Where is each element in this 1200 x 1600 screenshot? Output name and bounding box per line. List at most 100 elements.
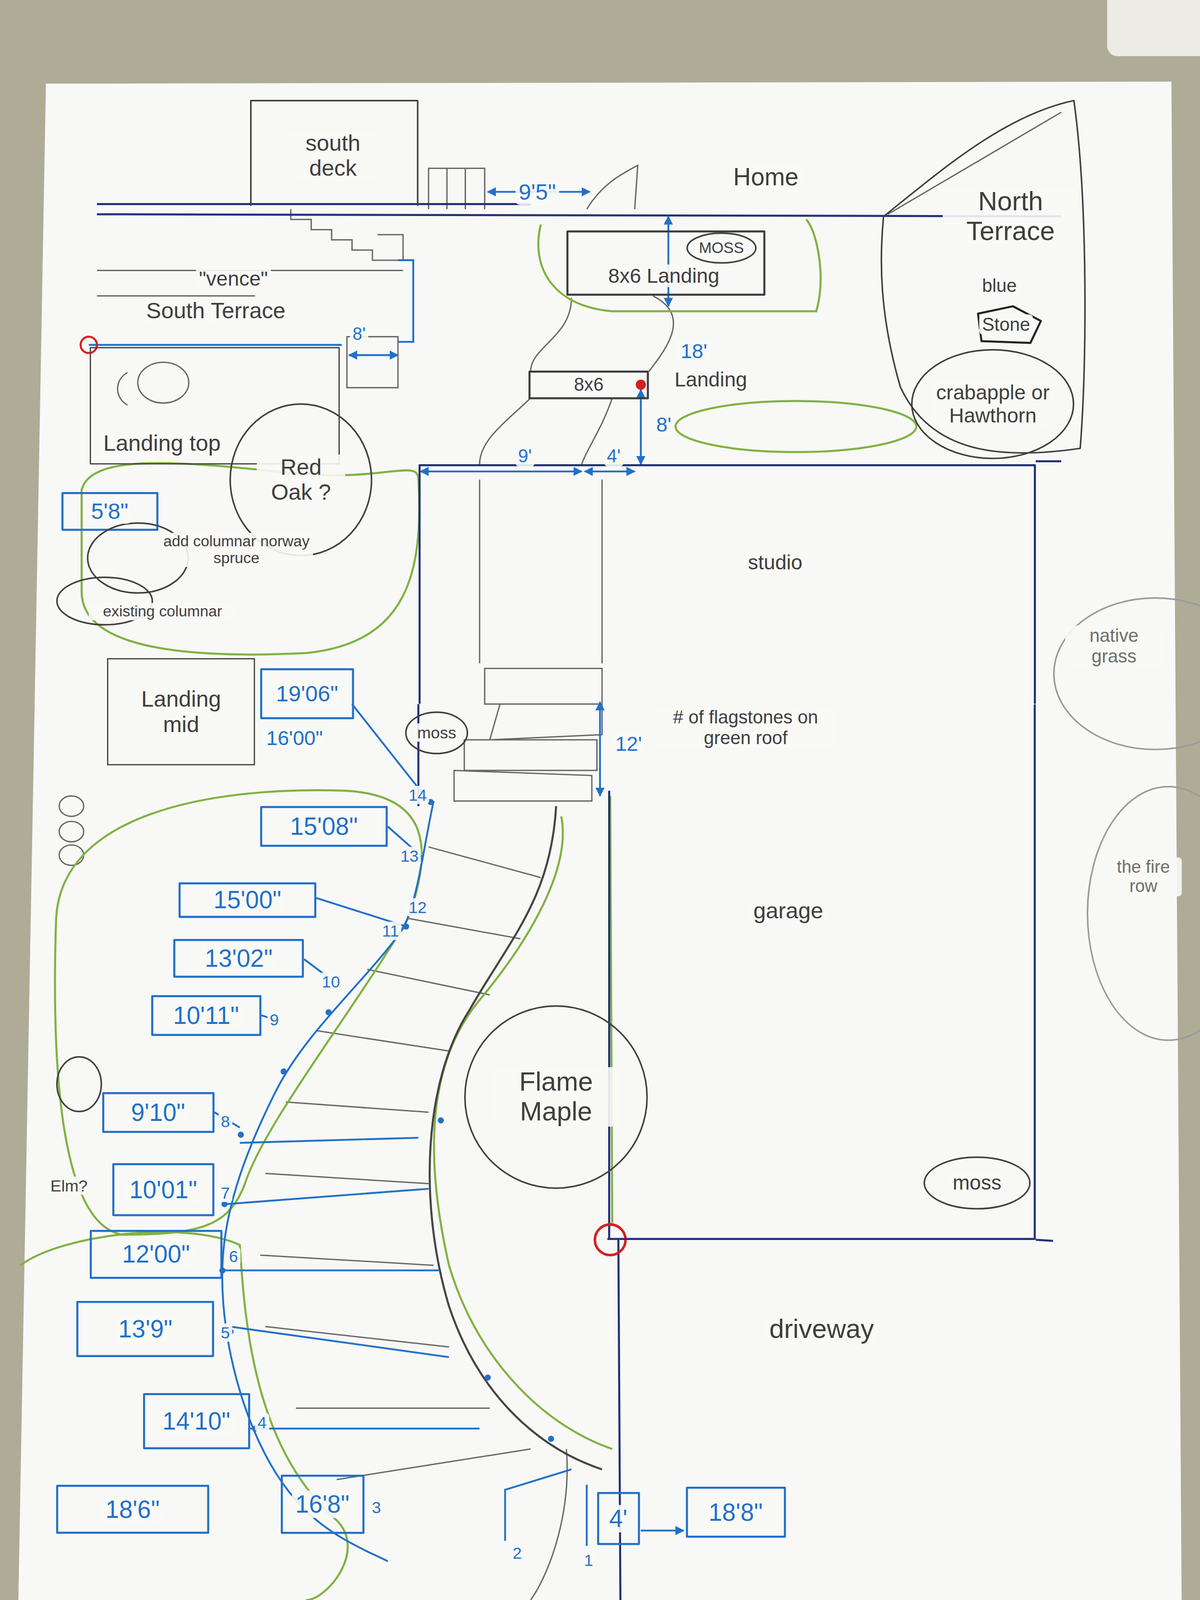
area-label: Home (729, 163, 803, 191)
node-text: Stone (979, 314, 1033, 336)
callout-number: 8 (218, 1112, 233, 1131)
dimension-box: 15'00" (178, 882, 317, 918)
landing-box: 8x6 Landing MOSS (566, 230, 766, 296)
deck-outline: south deck (250, 99, 419, 206)
node-text: 5'8" (87, 498, 132, 524)
node-text: 16'8" (291, 1490, 354, 1518)
node-text: 8x6 Landing (605, 264, 723, 288)
node-text: crabapple or Hawthorn (931, 381, 1055, 427)
planting-circle-outline (1086, 785, 1200, 1041)
building-outline: studio (418, 464, 1036, 705)
terrace-region: North TerraceStonebluecrabapple or Hawth… (879, 96, 1089, 460)
node-text: Landing mid (121, 686, 241, 737)
callout-number: 2 (510, 1543, 525, 1562)
node-text: 4' (605, 1504, 632, 1533)
dimension-box: 18'6" (56, 1484, 210, 1534)
callout-number: 1 (581, 1550, 596, 1570)
node-text: 9'10" (127, 1098, 189, 1127)
moss-patch: moss (923, 1156, 1031, 1210)
tree-canopy: Flame Maple (464, 1005, 648, 1189)
dimension-label: 18' (677, 339, 711, 363)
callout-number: 5 (218, 1323, 233, 1342)
dimension-box: 19'06" (260, 668, 355, 720)
node-text: 19'06" (272, 681, 342, 707)
callout-number: 9 (267, 1010, 282, 1029)
node-text: native grass (1065, 625, 1163, 667)
dimension-box: 18'8" (685, 1486, 786, 1538)
dimension-box: 5'8" (61, 492, 159, 531)
dimension-box: 4' (597, 1491, 640, 1546)
node-text: add columnar norway spruce (160, 532, 313, 567)
dimension-label: 9'5" (515, 179, 560, 205)
node-text: Flame Maple (491, 1067, 622, 1127)
planting-circle-outline (1053, 597, 1200, 751)
landing-area: Landing mid (107, 658, 255, 766)
node-text: Red Oak ? (256, 454, 346, 505)
planting-circle: the fire row (1086, 785, 1200, 1041)
callout-number: 7 (218, 1183, 233, 1202)
dimension-box: 13'02" (173, 938, 304, 978)
node-text: the fire row (1104, 857, 1182, 897)
landing-box: 8x6Landing (528, 370, 649, 400)
node-text: 15'00" (209, 886, 286, 914)
dimension-box: 10'01" (112, 1163, 215, 1217)
node-text: moss (949, 1171, 1005, 1195)
node-text: Elm? (48, 1176, 91, 1195)
node-text: garage (749, 898, 827, 924)
dimension-box: 12'00" (89, 1229, 223, 1279)
landing-area: Landing top (89, 347, 340, 465)
callout-number: 12 (406, 898, 430, 917)
node-text: North Terrace (942, 186, 1079, 247)
callout-number: 6 (226, 1247, 241, 1266)
node-text: 18'6" (101, 1495, 164, 1524)
tree-canopy-outline (56, 1056, 103, 1113)
dimension-label: 8' (653, 413, 675, 437)
node-text: MOSS (696, 239, 746, 257)
dimension-label: 9' (515, 445, 535, 467)
tree-canopy: existing columnar (56, 576, 154, 626)
callout-number: 13 (397, 846, 421, 865)
moss-patch: MOSS (686, 232, 757, 264)
node-text: 13'02" (201, 944, 277, 972)
building-outline-outline (418, 464, 1036, 705)
dimension-label: 16'00" (263, 726, 326, 750)
dimension-box: 9'10" (102, 1092, 215, 1133)
dimension-box: 15'08" (260, 805, 388, 847)
node-text: moss (414, 723, 459, 742)
callout-number: 4 (254, 1413, 269, 1432)
node-text: 12'00" (118, 1240, 194, 1268)
node-text: 14'10" (158, 1407, 235, 1435)
stone-shape: Stoneblue (971, 306, 1041, 344)
building-outline: garage moss (607, 704, 1036, 1240)
node-text: 13'9" (114, 1315, 177, 1343)
planting-circle: native grass (1053, 597, 1200, 751)
node-text: 15'08" (286, 812, 362, 840)
area-label: South Terrace (143, 298, 289, 324)
node-text: studio (744, 551, 806, 575)
building-outline-outline (607, 704, 1036, 1240)
node-text: 8x6 (571, 374, 607, 396)
node-text: Landing (671, 368, 751, 392)
node-text: existing columnar (88, 602, 237, 621)
node-text: blue (979, 275, 1020, 297)
dimension-label: 12' (612, 732, 646, 756)
dimension-label: 4' (604, 445, 624, 467)
callout-number: 11 (379, 921, 402, 940)
tree-canopy: crabapple or Hawthorn (911, 348, 1075, 460)
callout-number: 10 (319, 972, 343, 991)
node-text: south deck (288, 130, 378, 181)
node-text: 10'11" (169, 1001, 243, 1030)
node-text: 10'01" (125, 1176, 202, 1204)
moss-patch: moss (405, 711, 468, 755)
note-label: "vence" (195, 267, 271, 291)
dimension-box: 14'10" (143, 1392, 251, 1450)
area-label: driveway (765, 1314, 878, 1344)
node-text: Landing top (99, 430, 224, 456)
callout-number: 14 (406, 785, 430, 804)
dimension-box: 10'11" (151, 995, 262, 1036)
dimension-box: 16'8" (280, 1474, 365, 1534)
callout-number: 3 (369, 1498, 384, 1517)
dimension-box: 13'9" (76, 1300, 215, 1357)
dimension-label: 8' (349, 324, 369, 344)
tree-canopy: Elm? (56, 1056, 103, 1113)
